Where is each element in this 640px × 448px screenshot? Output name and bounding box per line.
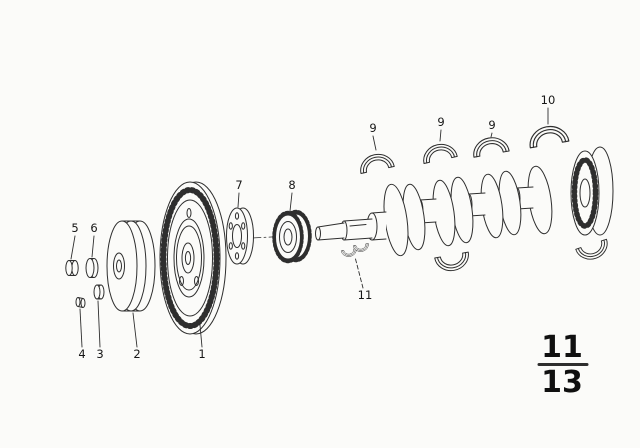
hub-washer-part3 — [93, 284, 105, 300]
callout-7: 7 — [235, 178, 243, 208]
callout-3: 3 — [96, 300, 104, 361]
bearing-shell-upper-2 — [420, 140, 458, 164]
callout-5: 5 — [70, 221, 79, 260]
timing-sprocket — [272, 209, 312, 264]
page-ref: 11 13 — [537, 330, 589, 400]
pulley-hub — [113, 252, 125, 280]
flange-bolt-hole — [241, 242, 246, 250]
callout-label: 1 — [198, 347, 205, 361]
flywheel-hatch-ring — [160, 187, 220, 329]
callout-11: 11 — [354, 256, 373, 302]
callout-label: 7 — [235, 178, 242, 192]
callout-9b: 9 — [437, 115, 445, 142]
flywheel-center-bore — [184, 251, 192, 265]
bearing-shell-lower-1 — [434, 251, 472, 274]
flywheel-ring — [176, 225, 202, 291]
flange-bolt-hole — [228, 222, 233, 230]
flywheel-bolt-hole — [186, 208, 192, 218]
keyway-line — [349, 224, 367, 227]
flange-bolt-hole — [241, 222, 246, 230]
sprocket-teeth-front — [272, 210, 304, 264]
callout-label: 3 — [96, 347, 103, 361]
callout-6: 6 — [90, 221, 98, 258]
washer-part6 — [85, 258, 99, 278]
callout-2: 2 — [132, 312, 141, 361]
flywheel-ring — [167, 199, 213, 317]
callout-label: 5 — [71, 221, 78, 235]
bearing-shell-upper-4 — [526, 122, 570, 149]
callouts: 1 2 3 4 5 — [70, 93, 556, 361]
callout-4: 4 — [78, 308, 86, 361]
flywheel-damper — [159, 181, 227, 335]
rear-flange-hatch — [571, 157, 599, 229]
sprocket-bore — [283, 228, 293, 246]
page-ref-denominator: 13 — [541, 365, 583, 400]
thrust-washer-1 — [341, 248, 358, 258]
callout-10: 10 — [541, 93, 556, 125]
bolt-part4 — [75, 297, 86, 308]
flywheel-bolt-hole — [179, 276, 184, 286]
callout-9a: 9 — [369, 121, 377, 151]
crank-nose — [315, 218, 373, 241]
bearing-shell-upper-3 — [470, 134, 510, 158]
callout-9c: 9 — [488, 118, 496, 138]
flange-bore — [232, 224, 242, 248]
callout-label: 6 — [90, 221, 97, 235]
sprocket-inner-ring — [279, 221, 297, 253]
rear-flange-hub — [579, 178, 591, 208]
callout-label: 9 — [488, 118, 495, 132]
front-flange-plate — [226, 207, 254, 265]
callout-1: 1 — [198, 324, 206, 361]
callout-8: 8 — [288, 178, 296, 212]
flange-bolt-hole — [234, 212, 240, 220]
callout-label: 10 — [541, 93, 556, 107]
belt-pulley — [106, 220, 156, 312]
callout-label: 8 — [288, 178, 295, 192]
callout-label: 9 — [369, 121, 376, 135]
flange-bolt-hole — [228, 242, 233, 250]
bearing-shell-lower-2 — [575, 238, 612, 264]
crankshaft — [315, 146, 614, 257]
callout-label: 2 — [133, 347, 140, 361]
lock-part5 — [65, 260, 79, 276]
callout-label: 11 — [358, 288, 373, 302]
flywheel-hub — [181, 242, 195, 274]
pulley-bore — [116, 259, 122, 273]
bearing-shell-upper-1 — [357, 150, 395, 174]
page-ref-numerator: 11 — [541, 330, 583, 365]
callout-label: 9 — [437, 115, 444, 129]
flange-bolt-hole — [234, 252, 240, 260]
flywheel-ring — [173, 218, 205, 298]
flywheel-bolt-hole — [194, 276, 199, 286]
callout-label: 4 — [78, 347, 85, 361]
